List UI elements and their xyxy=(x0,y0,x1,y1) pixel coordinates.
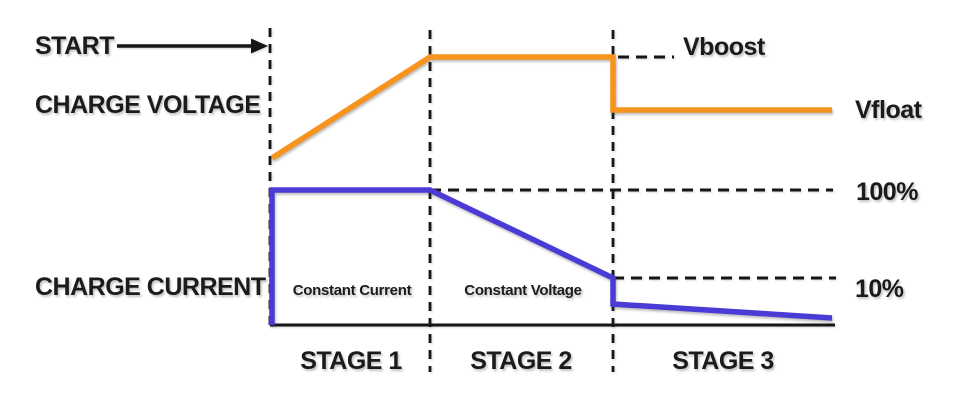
charge-voltage-label: CHARGE VOLTAGE xyxy=(35,91,261,119)
charge-current-line xyxy=(269,187,833,325)
charge-current-label: CHARGE CURRENT xyxy=(35,273,266,301)
stage-2-label: STAGE 2 xyxy=(470,347,572,375)
stage-3-label: STAGE 3 xyxy=(672,347,774,375)
charge-voltage-line xyxy=(270,54,832,161)
current-100-percent-label: 100% xyxy=(856,178,918,206)
vboost-level-label: Vboost xyxy=(683,33,765,61)
start-arrow-head xyxy=(251,38,268,54)
stage-1-label: STAGE 1 xyxy=(300,347,402,375)
vfloat-level-label: Vfloat xyxy=(855,96,922,124)
current-10-percent-label: 10% xyxy=(855,275,904,303)
constant-voltage-mode-label: Constant Voltage xyxy=(464,282,582,299)
constant-current-mode-label: Constant Current xyxy=(292,282,412,299)
start-label: START xyxy=(35,32,114,60)
